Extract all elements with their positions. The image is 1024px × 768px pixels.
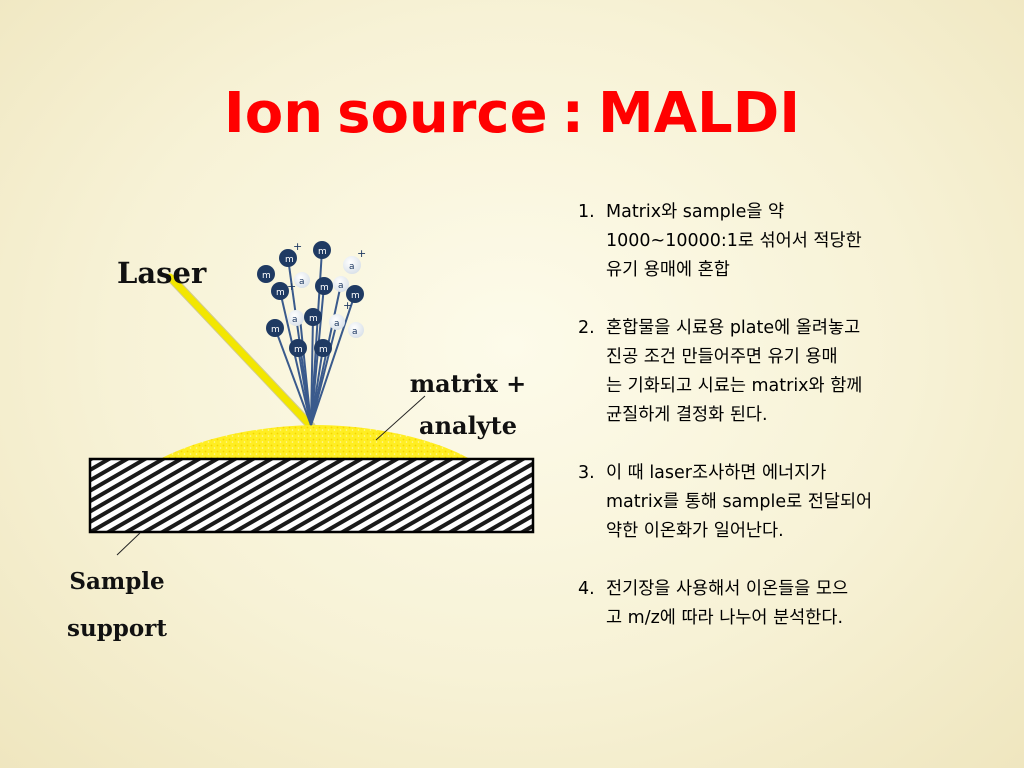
ion-particles: m + m a + m a + m m a <box>257 240 366 357</box>
matrix-particle: m <box>271 282 289 300</box>
title-word: source <box>337 81 548 146</box>
step-number: 3. <box>578 463 595 483</box>
title-word: : <box>561 81 584 146</box>
svg-text:a: a <box>334 319 340 329</box>
matrix-analyte-label-line2: analyte <box>419 411 517 440</box>
laser-beam <box>166 273 316 431</box>
step-text: 혼합물을 시료용 plate에 올려놓고 진공 조건 만들어주면 유기 용매 는… <box>606 318 863 425</box>
svg-text:+: + <box>357 247 366 260</box>
matrix-particle: m <box>266 319 284 337</box>
laser-label: Laser <box>117 256 207 290</box>
matrix-particle: m <box>304 308 322 326</box>
matrix-particle: m <box>257 265 275 283</box>
title-word: MALDI <box>597 81 801 146</box>
sample-support-leader <box>116 532 141 556</box>
step-item: 1. Matrix와 sample을 약 1000~10000:1로 섞어서 적… <box>578 198 1010 285</box>
step-number: 2. <box>578 318 595 338</box>
svg-text:a: a <box>299 277 305 287</box>
matrix-particle: m <box>313 241 331 259</box>
svg-text:m: m <box>294 345 303 355</box>
svg-text:m: m <box>262 271 271 281</box>
step-text: 이 때 laser조사하면 에너지가 matrix를 통해 sample로 전달… <box>606 463 873 541</box>
svg-text:+: + <box>287 280 296 293</box>
svg-text:m: m <box>271 325 280 335</box>
sample-support-plate <box>88 457 535 534</box>
analyte-particle: a <box>329 314 345 330</box>
svg-text:m: m <box>309 314 318 324</box>
step-item: 3. 이 때 laser조사하면 에너지가 matrix를 통해 sample로… <box>578 459 1010 546</box>
matrix-analyte-label-line1: matrix + <box>410 369 527 398</box>
svg-text:+: + <box>343 299 352 312</box>
svg-text:m: m <box>318 247 327 257</box>
title-word: Ion <box>223 81 324 146</box>
analyte-particle: a + <box>343 247 366 274</box>
analyte-particle: a <box>288 310 304 326</box>
matrix-particle: m <box>314 339 332 357</box>
process-steps: 1. Matrix와 sample을 약 1000~10000:1로 섞어서 적… <box>578 198 1010 662</box>
step-item: 4. 전기장을 사용해서 이온들을 모으 고 m/z에 따라 나누어 분석한다. <box>578 575 1010 633</box>
svg-text:m: m <box>319 345 328 355</box>
sample-support-label-line2: support <box>67 615 167 642</box>
svg-text:a: a <box>338 281 344 291</box>
svg-text:a: a <box>352 327 358 337</box>
step-number: 1. <box>578 202 595 222</box>
sample-support-label-line1: Sample <box>69 568 164 595</box>
svg-text:m: m <box>351 291 360 301</box>
matrix-particle: m + <box>343 285 364 312</box>
step-text: Matrix와 sample을 약 1000~10000:1로 섞어서 적당한 … <box>606 202 862 280</box>
svg-text:m: m <box>285 255 294 265</box>
svg-text:m: m <box>276 288 285 298</box>
step-item: 2. 혼합물을 시료용 plate에 올려놓고 진공 조건 만들어주면 유기 용… <box>578 314 1010 430</box>
step-number: 4. <box>578 579 595 599</box>
svg-text:m: m <box>320 283 329 293</box>
matrix-analyte-leader <box>375 395 426 441</box>
analyte-particle: a <box>333 276 349 292</box>
svg-text:a: a <box>349 262 355 272</box>
analyte-particle: a + <box>287 272 310 293</box>
matrix-particle: m + <box>279 240 302 267</box>
svg-text:a: a <box>292 315 298 325</box>
matrix-particle: m <box>315 277 333 295</box>
ion-plume-lines <box>274 249 356 426</box>
svg-text:+: + <box>293 240 302 253</box>
step-text: 전기장을 사용해서 이온들을 모으 고 m/z에 따라 나누어 분석한다. <box>606 579 849 628</box>
matrix-particle: m <box>289 339 307 357</box>
analyte-particle: a <box>348 322 364 338</box>
matrix-analyte-layer <box>160 425 470 459</box>
